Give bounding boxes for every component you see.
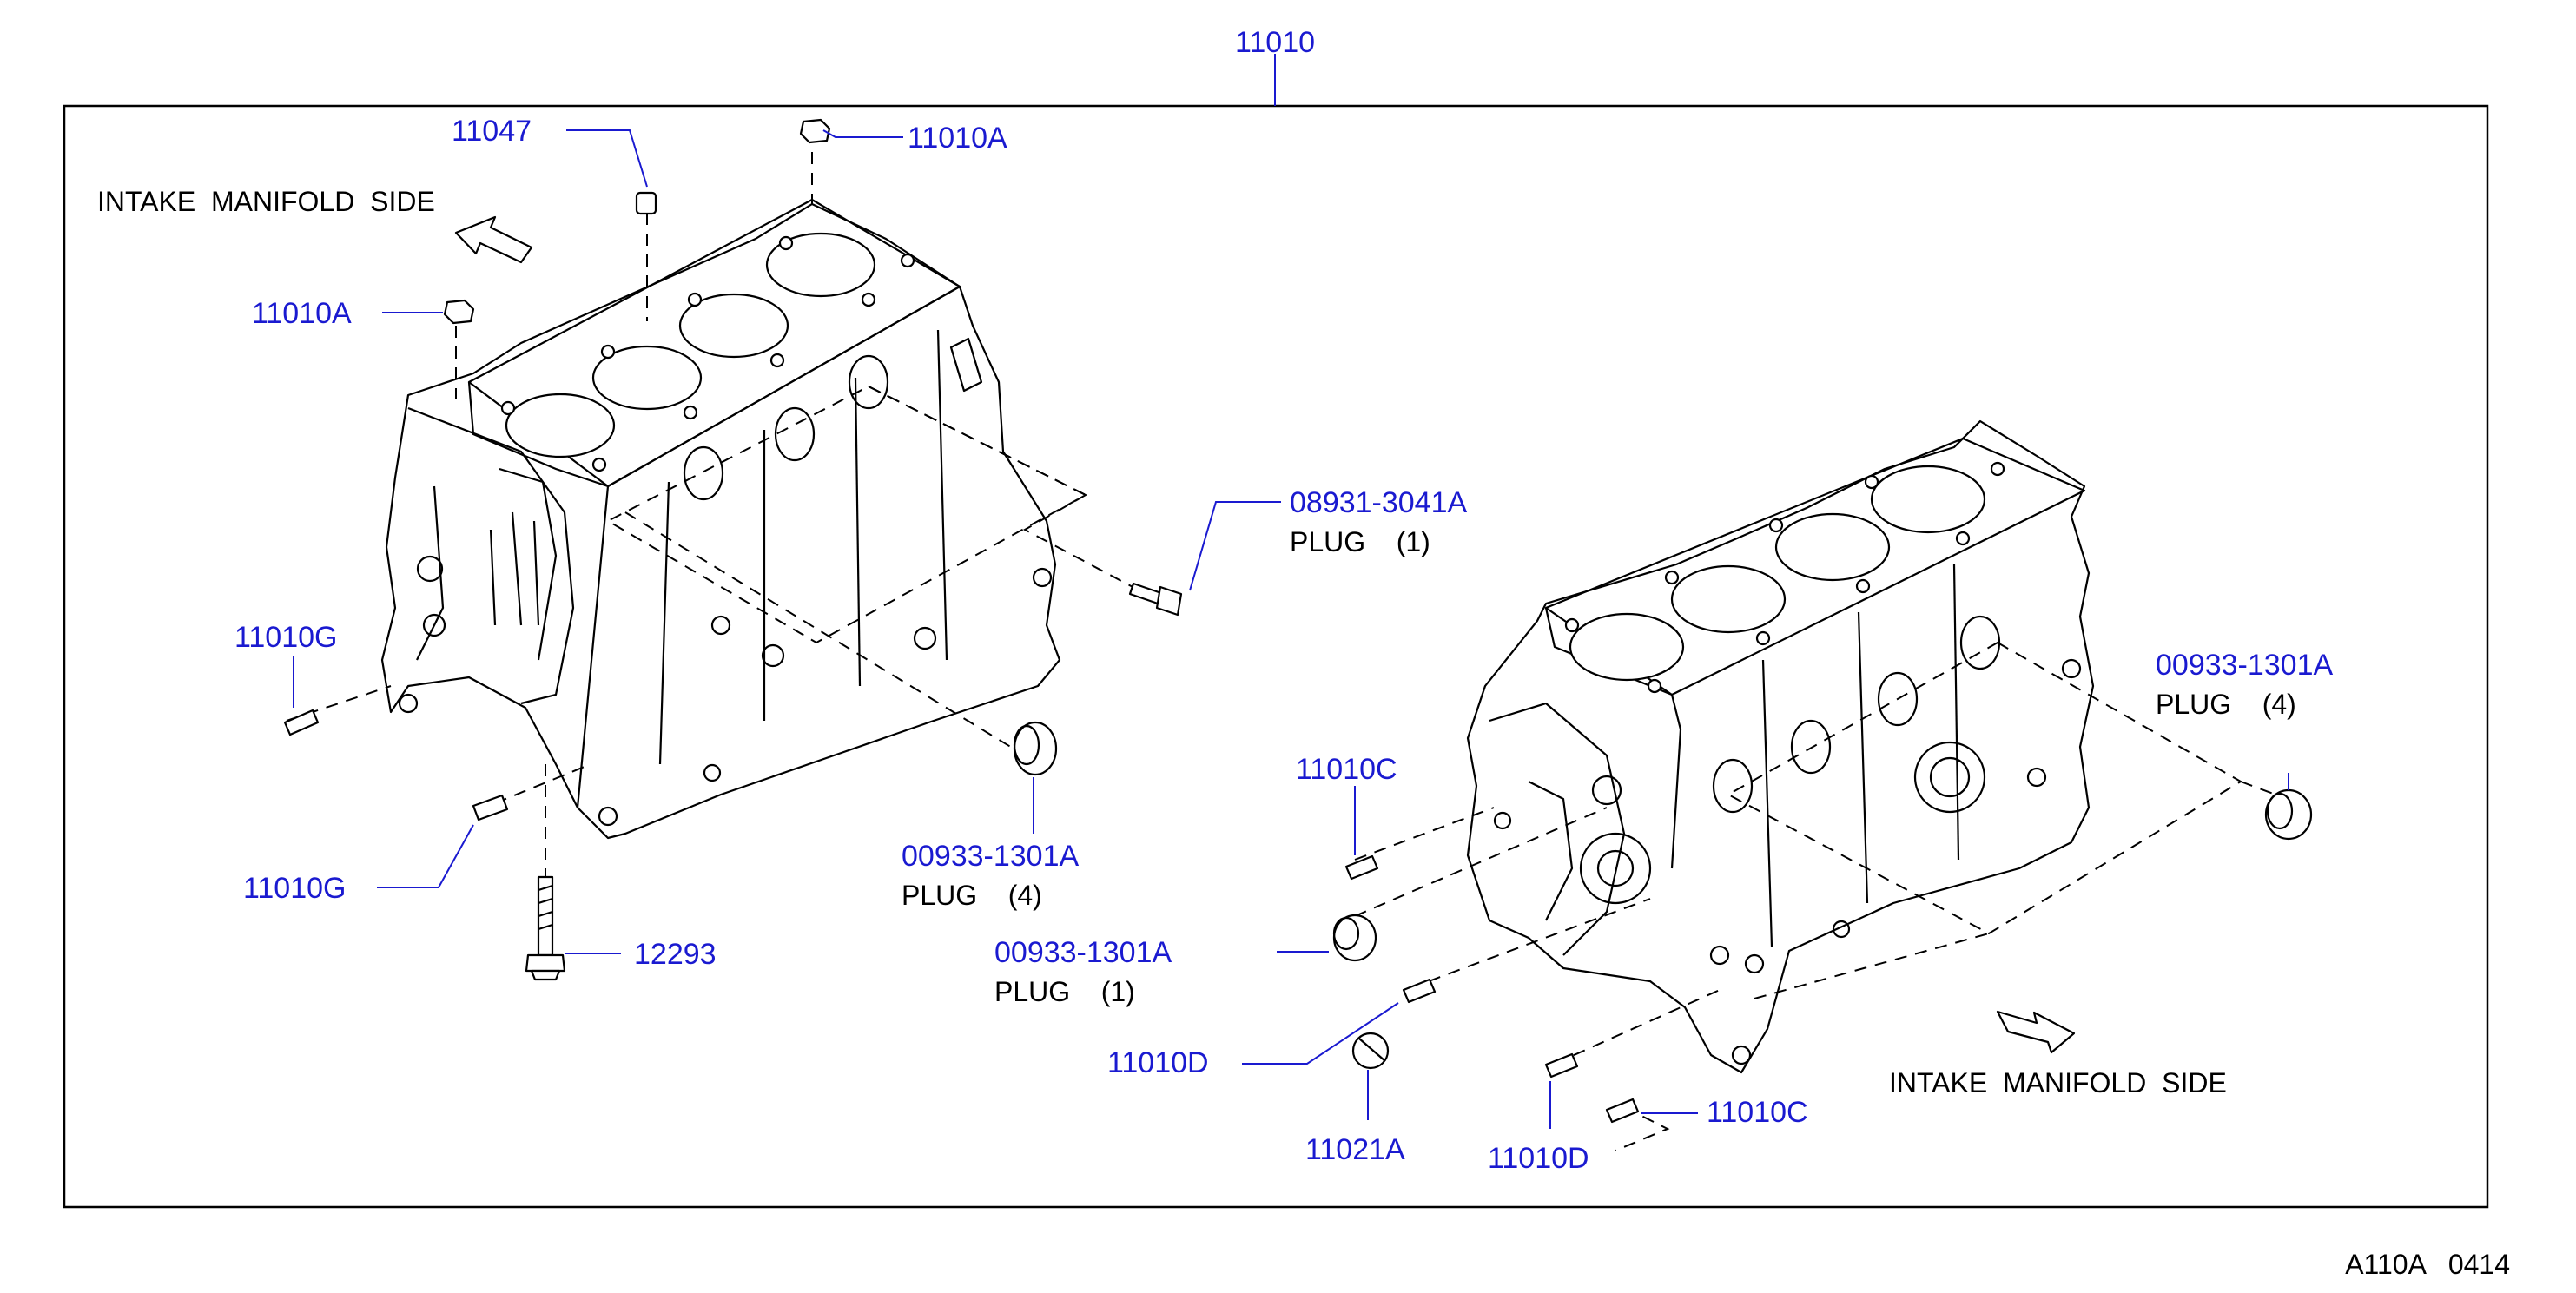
part-number-11010[interactable]: 11010 — [1235, 26, 1315, 59]
diagram-footer-code: A110A 0414 — [2345, 1249, 2510, 1280]
plug-00933-mid-description: PLUG (4) — [902, 880, 1042, 911]
part-number-11010d-bottom[interactable]: 11010D — [1488, 1142, 1589, 1175]
pin-11010c-upper-icon — [1344, 854, 1379, 881]
pin-11010d-bottom-icon — [1544, 1052, 1579, 1079]
cup-plug-00933-mid-icon — [1013, 721, 1058, 776]
part-number-11021a[interactable]: 11021A — [1305, 1133, 1405, 1166]
part-number-11010c-lower[interactable]: 11010C — [1707, 1096, 1808, 1129]
pin-11010c-lower-icon — [1605, 1098, 1640, 1124]
part-number-11047[interactable]: 11047 — [452, 115, 532, 148]
part-number-11010d-left[interactable]: 11010D — [1107, 1046, 1209, 1079]
pin-11010d-left-icon — [1402, 978, 1437, 1004]
pin-11010g-upper-icon — [283, 709, 320, 736]
right-block-guide-lines — [1354, 641, 2276, 1151]
dowel-11047-icon — [635, 191, 657, 215]
part-number-12293[interactable]: 12293 — [634, 938, 717, 971]
right-block-fittings — [1332, 788, 2313, 1124]
cup-plug-11021a-icon — [1351, 1032, 1390, 1070]
plug-00933-low-description: PLUG (1) — [994, 976, 1135, 1007]
leader-lines — [293, 129, 2289, 1129]
cylinder-block-left-view — [380, 198, 1061, 840]
intake-manifold-side-left: INTAKE MANIFOLD SIDE — [97, 186, 435, 217]
cup-plug-00933-low-icon — [1332, 914, 1377, 962]
cylinder-block-right-view — [1466, 419, 2095, 1074]
part-number-11010g-lower[interactable]: 11010G — [243, 872, 346, 905]
part-number-11010a-top[interactable]: 11010A — [908, 122, 1007, 155]
pin-11010g-lower-icon — [472, 794, 509, 821]
left-block-guide-lines — [286, 152, 1165, 877]
part-number-00933-1301a-low[interactable]: 00933-1301A — [994, 936, 1172, 969]
bolt-12293-icon — [525, 875, 566, 981]
part-number-08931-3041a[interactable]: 08931-3041A — [1290, 486, 1468, 519]
intake-manifold-side-right: INTAKE MANIFOLD SIDE — [1889, 1067, 2227, 1098]
plug-00933-right-description: PLUG (4) — [2156, 689, 2296, 720]
part-number-11010g-upper[interactable]: 11010G — [234, 621, 337, 654]
cap-11010a-left-icon — [443, 299, 475, 325]
cap-11010a-top-icon — [799, 118, 831, 144]
part-number-11010c-upper[interactable]: 11010C — [1296, 753, 1397, 786]
intake-direction-arrow-right-icon — [1996, 1010, 2076, 1054]
plug-bolt-08931-icon — [1128, 582, 1183, 617]
part-number-11010a-left[interactable]: 11010A — [252, 297, 352, 330]
plug-08931-description: PLUG (1) — [1290, 526, 1430, 557]
cup-plug-00933-right-icon — [2264, 788, 2313, 841]
left-block-fittings — [283, 118, 1183, 981]
part-number-00933-1301a-right[interactable]: 00933-1301A — [2156, 649, 2334, 682]
part-number-00933-1301a-mid[interactable]: 00933-1301A — [902, 840, 1080, 873]
intake-direction-arrow-left-icon — [454, 215, 533, 264]
